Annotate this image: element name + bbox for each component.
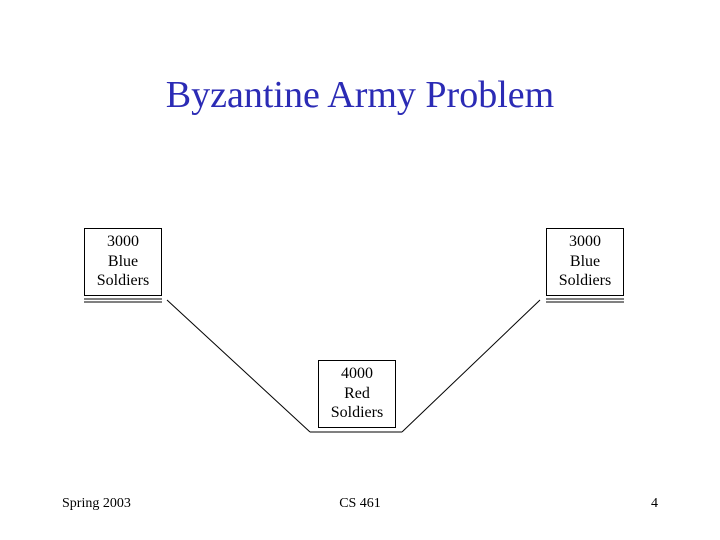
footer-page-number: 4 — [651, 496, 658, 511]
army-unit: Soldiers — [96, 272, 150, 289]
red-army-center-box: 4000 Red Soldiers — [318, 360, 396, 428]
army-color: Blue — [107, 252, 139, 270]
army-color: Red — [344, 384, 370, 402]
blue-army-left-box: 3000 Blue Soldiers — [84, 228, 162, 296]
army-count: 4000 — [341, 365, 373, 382]
left-slope — [166, 299, 311, 433]
army-count: 3000 — [569, 233, 601, 250]
slide-title: Byzantine Army Problem — [165, 74, 555, 116]
footer-date: Spring 2003 — [62, 496, 131, 511]
army-color: Blue — [569, 252, 601, 270]
right-slope — [401, 299, 541, 433]
army-unit: Soldiers — [558, 272, 612, 289]
army-count: 3000 — [107, 233, 139, 250]
army-unit: Soldiers — [330, 404, 384, 421]
blue-army-right-box: 3000 Blue Soldiers — [546, 228, 624, 296]
footer-course: CS 461 — [339, 496, 381, 511]
